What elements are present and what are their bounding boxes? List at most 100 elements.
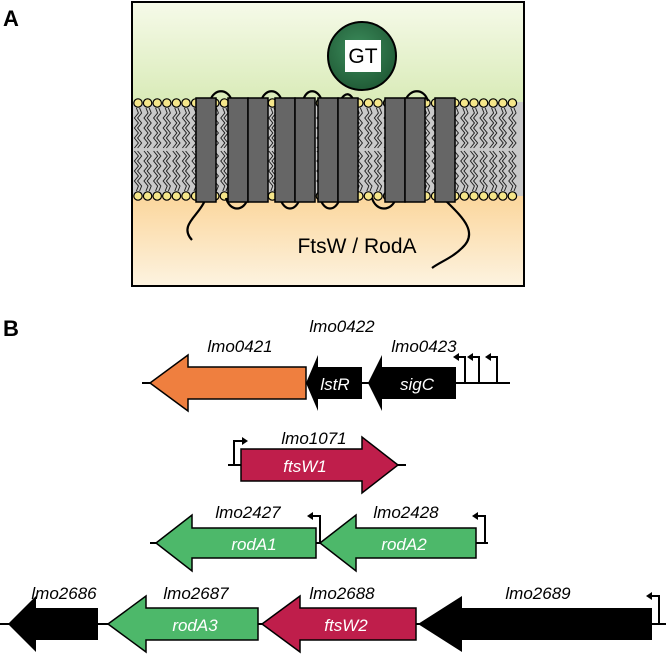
gene-arrow-lmo0423 [368,355,456,411]
gene-name-label: sigC [400,375,435,394]
membrane-diagram: GT FtsW / RodA [131,1,525,287]
lipid-head [142,191,153,201]
locus-label: lmo0421 [207,337,272,356]
lipid-head [373,191,383,201]
promoter-icon [477,515,486,543]
panel-a-letter: A [3,6,19,31]
gene-name-label: ftsW2 [324,616,368,635]
tm-helix [434,97,456,203]
lipid-head [497,98,508,108]
lipid-tail [146,150,152,192]
locus-label: lmo2688 [309,584,375,603]
lipid-tail [184,150,191,192]
promoter-arrowhead-icon [453,353,459,361]
lipid-head [507,98,518,108]
lipid-head [171,98,182,108]
promoter-icon [233,440,244,465]
gene-arrow-lmo1071 [240,435,400,495]
lipid-tail [156,150,162,192]
panel-b-letter: B [3,316,19,341]
tm-helix [195,97,217,203]
lipid-tail [376,150,383,192]
lipid-head [363,98,374,108]
promoter-arrowhead-icon [472,512,478,520]
lipid-tail [184,107,191,149]
lipid-tail [482,107,488,149]
lipid-tail [156,107,162,149]
lipid-head [507,191,518,201]
promoter-icon [651,595,660,624]
locus-label: lmo1071 [281,429,346,448]
lipid-tail [223,150,229,192]
gt-label: GT [348,45,377,68]
lipid-tail [373,107,380,149]
promoter-arrowhead-icon [646,592,652,600]
lipid-head [488,191,498,201]
gene-name-label: lstR [320,375,349,394]
panel-a-frame [131,1,525,287]
lipid-tail [152,150,159,192]
lipid-tail [133,150,140,192]
lipid-tail [172,150,178,192]
lipid-tail [136,107,143,149]
gene-map: lmo0421 lmo0422 lmo0423 lstR sigC lmo107… [0,317,666,654]
n-terminus [186,199,207,241]
tm-helix [294,97,316,203]
promoter-arrowhead-icon [467,353,473,361]
lipid-tail [220,150,226,192]
gene-arrow-lmo2689 [418,596,652,652]
lipid-tail [498,107,504,149]
locus-label: lmo2428 [373,503,439,522]
lipid-tail [165,107,172,149]
lipid-tail [469,150,476,192]
promoter-icon [489,356,498,383]
lipid-tail [479,150,485,192]
lipid-tail [162,107,168,149]
promoter-icon [471,356,480,383]
lipid-head [478,191,489,201]
operon-lmo2686-2689: lmo2686 lmo2687 lmo2688 lmo2689 rodA3 ft… [0,584,666,654]
lipid-head [459,98,470,108]
lipid-tail [268,107,274,149]
locus-label: lmo2686 [31,584,97,603]
locus-label: lmo2427 [215,503,281,522]
gt-domain: GT [327,21,397,91]
tm-helix [384,97,406,203]
lipid-tail [181,150,188,192]
promoter-arrowhead-icon [242,437,248,445]
operon-lmo2427-2428: lmo2427 lmo2428 rodA1 rodA2 [150,503,488,573]
lipid-tail [492,107,498,149]
lipid-tail [469,107,476,149]
lipid-head [171,191,182,201]
lipid-tail [152,107,159,149]
tm-helix [227,97,249,203]
lipid-tail [191,107,197,149]
lipid-head [133,191,143,201]
lipid-tail [463,107,469,149]
gt-label-box [345,40,381,72]
lipid-tail [367,107,373,149]
lipid-head [142,98,153,108]
lipid-tail [172,107,178,149]
tm-helix [247,97,269,203]
protein-label: FtsW / RodA [297,235,416,258]
lipid-tail [162,150,168,192]
lipid-tail [143,107,149,149]
lipid-tail [364,107,370,149]
lipid-tail [223,107,229,149]
gene-arrow-lmo2687 [106,594,259,654]
lipid-head [133,98,143,108]
locus-label: lmo2687 [163,584,229,603]
lipid-tail [492,150,498,192]
gene-arrow-lmo0421 [148,353,307,413]
lipid-tail [508,107,514,149]
lipid-tail [498,150,504,192]
transmembrane-helices [195,97,456,203]
gene-arrow-lmo2688 [260,594,417,654]
lipid-tail [175,107,181,149]
gene-name-label: rodA2 [381,535,427,554]
lipid-tail [191,150,197,192]
lipid-tail [373,150,380,192]
locus-label: lmo2689 [505,584,571,603]
